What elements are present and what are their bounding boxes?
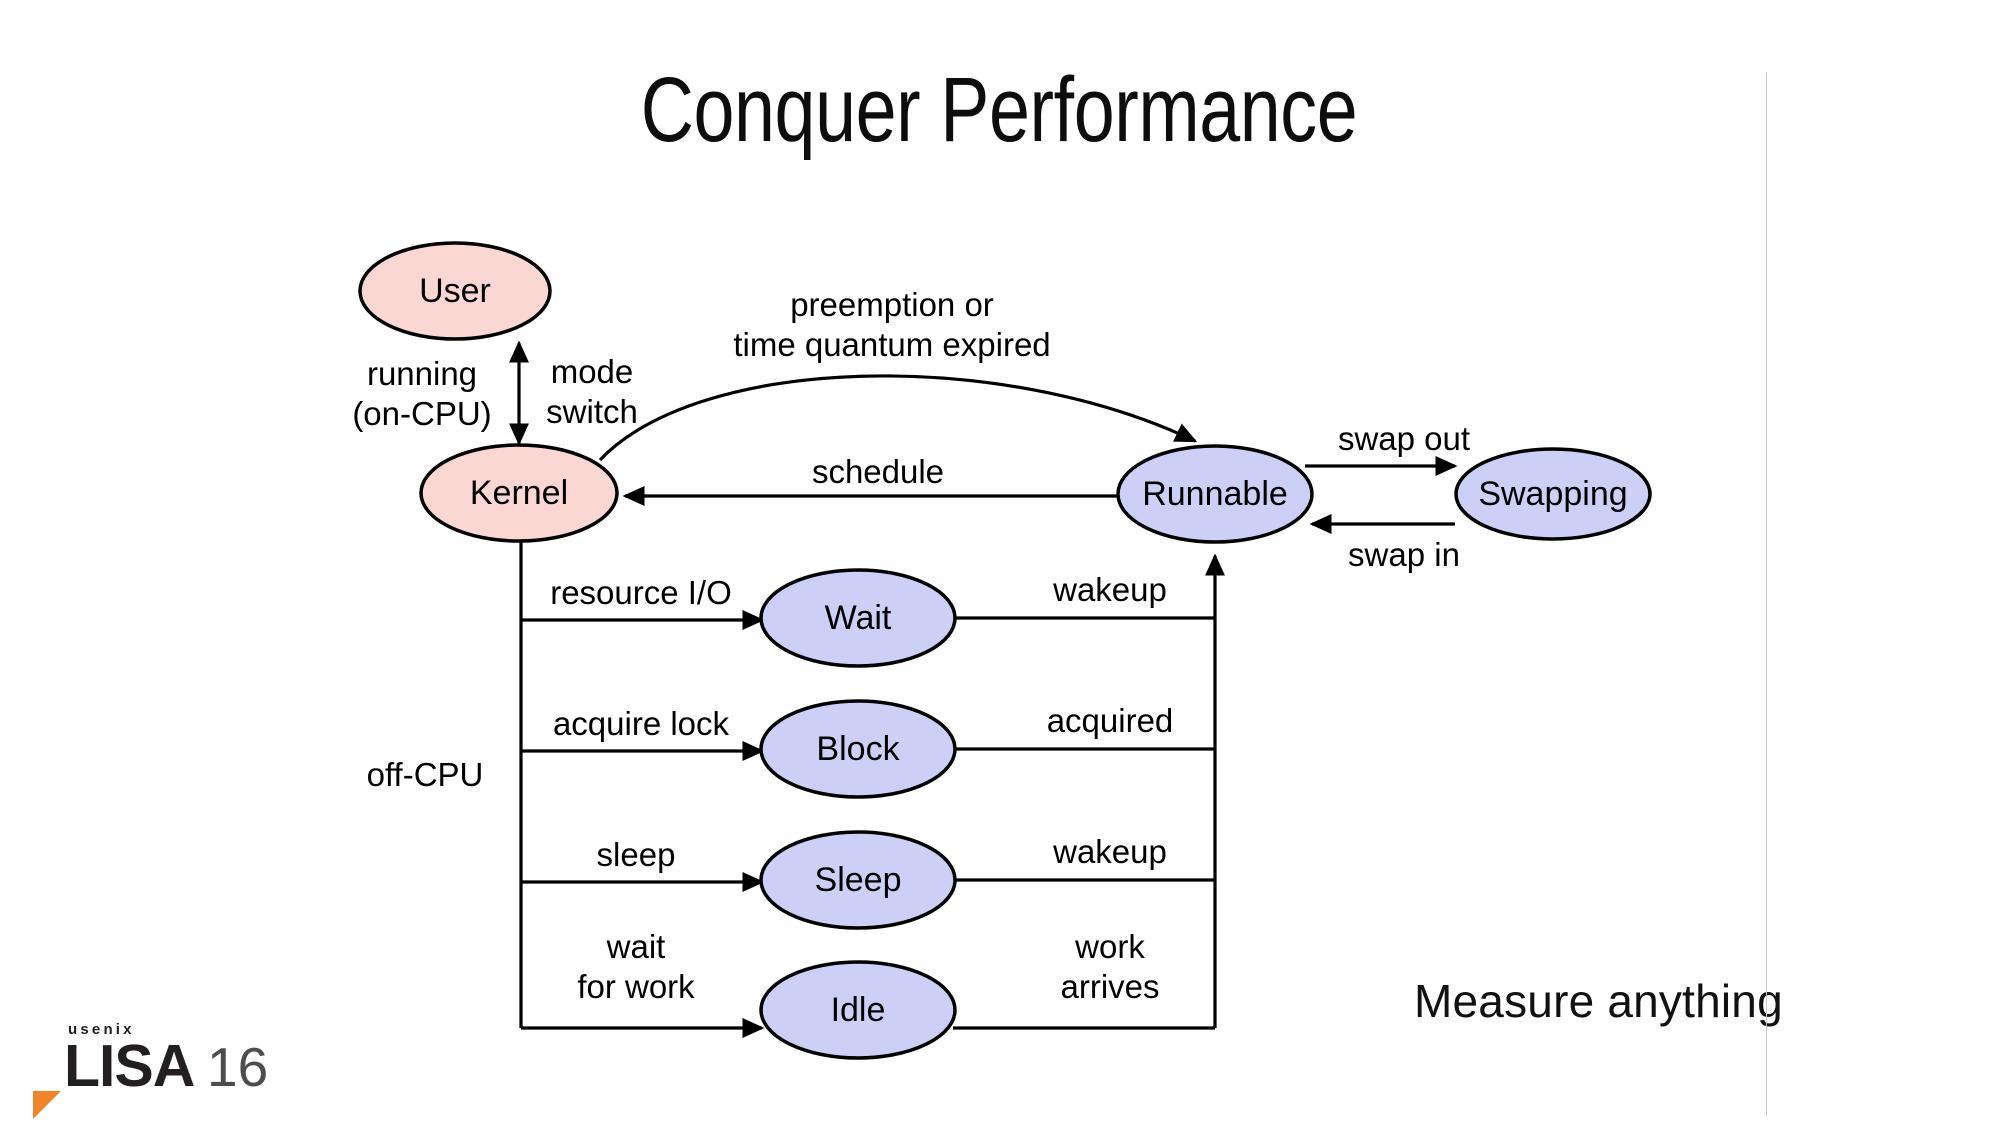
logo-corner-accent-icon bbox=[33, 1091, 61, 1119]
label-swap-in: swap in bbox=[1348, 536, 1460, 573]
node-sleep[interactable]: Sleep bbox=[759, 830, 957, 930]
edge-kernel-runnable bbox=[598, 374, 1198, 462]
usenix-lisa16-logo: usenix LISA 16 bbox=[33, 1021, 283, 1121]
vertical-guide-rule bbox=[1766, 72, 1767, 1116]
label-off-cpu: off-CPU bbox=[367, 756, 484, 793]
node-user-label: User bbox=[419, 272, 491, 310]
node-swapping[interactable]: Swapping bbox=[1454, 447, 1652, 541]
label-sleep-edge: sleep bbox=[597, 836, 676, 873]
label-resource-io: resource I/O bbox=[550, 574, 732, 611]
label-running-on-cpu-line2: (on-CPU) bbox=[352, 395, 491, 432]
node-wait[interactable]: Wait bbox=[759, 568, 957, 668]
footer-note: Measure anything bbox=[1414, 975, 1783, 1027]
node-kernel-label: Kernel bbox=[470, 474, 568, 512]
label-acquire-lock: acquire lock bbox=[553, 705, 730, 742]
label-wakeup-sleep: wakeup bbox=[1052, 833, 1167, 870]
node-swapping-label: Swapping bbox=[1478, 475, 1627, 513]
node-kernel[interactable]: Kernel bbox=[419, 443, 619, 543]
label-work-arrives-line1: work bbox=[1074, 928, 1145, 965]
node-user[interactable]: User bbox=[358, 241, 552, 341]
label-wakeup-wait: wakeup bbox=[1052, 571, 1167, 608]
node-idle[interactable]: Idle bbox=[759, 960, 957, 1060]
label-wait-for-work-line1: wait bbox=[606, 928, 666, 965]
label-preemption-line2: time quantum expired bbox=[733, 326, 1050, 363]
label-swap-out: swap out bbox=[1338, 420, 1470, 457]
node-idle-label: Idle bbox=[831, 991, 886, 1029]
logo-usenix-text: usenix bbox=[68, 1021, 135, 1038]
node-runnable-label: Runnable bbox=[1142, 475, 1288, 513]
label-running-on-cpu-line1: running bbox=[367, 355, 477, 392]
node-runnable[interactable]: Runnable bbox=[1116, 444, 1314, 544]
label-mode-switch-line2: switch bbox=[546, 393, 638, 430]
label-acquired: acquired bbox=[1047, 702, 1174, 739]
node-block-label: Block bbox=[816, 730, 900, 768]
page-title: Conquer Performance bbox=[640, 59, 1358, 161]
label-mode-switch-line1: mode bbox=[551, 353, 634, 390]
node-block[interactable]: Block bbox=[759, 699, 957, 799]
logo-lisa-text: LISA bbox=[64, 1033, 195, 1099]
label-work-arrives-line2: arrives bbox=[1060, 968, 1159, 1005]
node-wait-label: Wait bbox=[825, 599, 892, 637]
label-schedule: schedule bbox=[812, 453, 944, 490]
logo-year-text: 16 bbox=[207, 1036, 269, 1098]
label-wait-for-work-line2: for work bbox=[577, 968, 695, 1005]
node-sleep-label: Sleep bbox=[815, 861, 902, 899]
label-preemption-line1: preemption or bbox=[790, 286, 994, 323]
